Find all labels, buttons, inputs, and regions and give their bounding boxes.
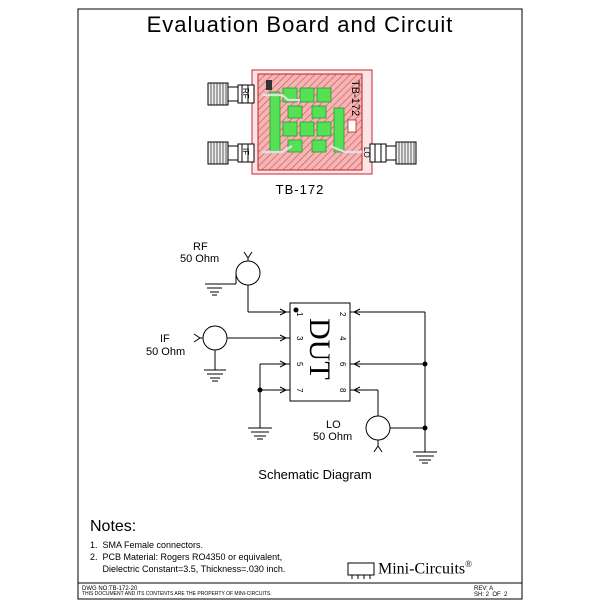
pin1-dot [293, 307, 299, 313]
lo-port-name: LO [326, 419, 341, 431]
sheet-border [77, 8, 523, 600]
board-port-if: IF [241, 148, 250, 155]
board-port-rf: RF [241, 88, 250, 99]
if-port-name: IF [160, 333, 170, 345]
brand-chip-icon [347, 562, 375, 579]
pin-numbers: 1 2 3 4 5 6 7 8 [295, 312, 347, 393]
rf-source-symbol [235, 260, 261, 286]
lo-sma-connector [369, 141, 417, 165]
brand-logo: Mini-Circuits® [378, 560, 472, 577]
sheet-number: SH: 2 OF 2 [474, 592, 508, 598]
rf-sma-connector [207, 82, 255, 106]
pin-number: 7 [295, 388, 304, 393]
page-title: Evaluation Board and Circuit [146, 12, 454, 37]
lo-port-impedance: 50 Ohm [313, 431, 353, 443]
dut-box [289, 302, 351, 402]
rf-port-name: RF [193, 241, 208, 253]
brand-registered-mark: ® [465, 559, 472, 569]
if-sma-connector [207, 141, 255, 165]
board-port-lo: LO [362, 147, 371, 158]
board-silk-label: TB-172 [349, 80, 361, 116]
pin-number: 8 [338, 388, 347, 393]
pin-number: 3 [295, 336, 304, 341]
brand-name: Mini-Circuits [378, 560, 466, 578]
lo-source-symbol [365, 415, 391, 441]
schematic-caption: Schematic Diagram [258, 467, 372, 482]
board-label: TB-172 [275, 182, 325, 197]
pin-number: 6 [338, 362, 347, 367]
component [347, 119, 357, 133]
notes-item: 2. PCB Material: Rogers RO4350 or equiva… [90, 552, 283, 562]
pin-number: 5 [295, 362, 304, 367]
component [266, 80, 272, 90]
pin-number: 1 [295, 312, 304, 317]
notes-item: 1. SMA Female connectors. [90, 540, 204, 550]
notes-heading: Notes: [90, 518, 137, 535]
if-port-impedance: 50 Ohm [146, 346, 186, 358]
dut-label: DUT [303, 318, 336, 380]
drawing-number: DWG NO:TB-172-20 [82, 586, 138, 592]
property-notice: THIS DOCUMENT AND ITS CONTENTS ARE THE P… [82, 591, 272, 597]
revision: REV: A [474, 586, 494, 592]
rf-traces [262, 93, 362, 154]
schematic [193, 251, 437, 464]
evaluation-board: TB-172 RF IF LO [207, 69, 417, 175]
pin-number: 2 [338, 312, 347, 317]
notes-item: Dielectric Constant=3.5, Thickness=.030 … [90, 564, 286, 574]
pin-number: 4 [338, 336, 347, 341]
if-source-symbol [202, 325, 228, 351]
rf-port-impedance: 50 Ohm [180, 253, 220, 265]
